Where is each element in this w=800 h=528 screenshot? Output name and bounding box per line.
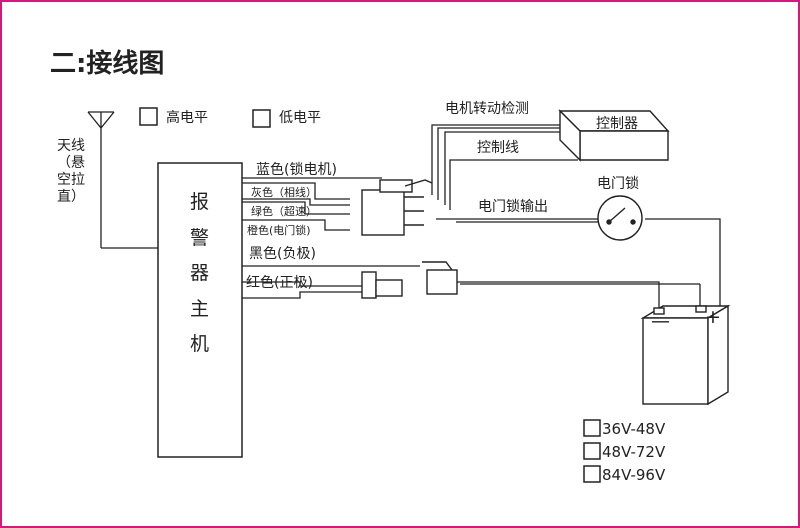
- wire-label-black: 黑色(负极): [249, 245, 316, 262]
- voltage-option-1-box: [583, 419, 601, 437]
- battery-minus-label: —: [651, 310, 670, 332]
- antenna-icon: [87, 111, 160, 249]
- voltage-options: 36V-48V 48V-72V 84V-96V: [583, 419, 666, 484]
- legend-high-box: [139, 107, 158, 126]
- ignition-switch-icon: [597, 195, 643, 241]
- host-char-4: 主: [190, 298, 209, 320]
- antenna-label-3: 空拉: [57, 172, 85, 188]
- wire-label-gray: 灰色（相线）: [251, 185, 317, 199]
- antenna-label-4: 直）: [57, 188, 85, 205]
- controller-box: [558, 109, 670, 162]
- host-char-2: 警: [190, 227, 209, 249]
- legend-high-label: 高电平: [166, 109, 208, 126]
- alarm-host-box: [157, 162, 243, 458]
- battery-icon: [640, 304, 731, 406]
- negative-connector: [422, 261, 458, 295]
- control-line-label: 控制线: [477, 140, 519, 156]
- voltage-option-1-label: 36V-48V: [602, 420, 666, 438]
- wire-label-blue: 蓝色(锁电机): [256, 161, 337, 178]
- controller-wires: [431, 124, 721, 310]
- motor-detect-label: 电机转动检测: [445, 101, 529, 117]
- host-char-3: 器: [190, 262, 209, 284]
- voltage-option-3-box: [583, 465, 601, 483]
- controller-label: 控制器: [596, 116, 638, 132]
- connector-arrow-icon: [404, 179, 433, 187]
- antenna-label-2: （悬: [57, 155, 85, 171]
- host-char-1: 报: [190, 191, 209, 213]
- legend-low-box: [252, 109, 271, 128]
- legend-low-label: 低电平: [279, 110, 321, 126]
- wire-label-green: 绿色（超速）: [251, 204, 317, 218]
- ignition-out-label: 电门锁输出: [478, 199, 548, 215]
- voltage-option-2-box: [583, 442, 601, 460]
- battery-plus-label: +: [705, 306, 721, 328]
- antenna-label-1: 天线: [57, 138, 85, 154]
- positive-connector: [361, 271, 403, 299]
- multi-pin-connector: [361, 179, 424, 236]
- voltage-option-3-label: 84V-96V: [602, 466, 666, 484]
- ignition-label: 电门锁: [597, 176, 639, 192]
- wire-label-orange: 橙色(电门锁): [247, 223, 311, 237]
- diagram-title: 二:接线图: [50, 49, 164, 79]
- host-char-5: 机: [190, 333, 209, 355]
- voltage-option-2-label: 48V-72V: [602, 443, 666, 461]
- wire-label-red: 红色(正极): [246, 274, 313, 291]
- host-wire-bundle: [242, 177, 420, 299]
